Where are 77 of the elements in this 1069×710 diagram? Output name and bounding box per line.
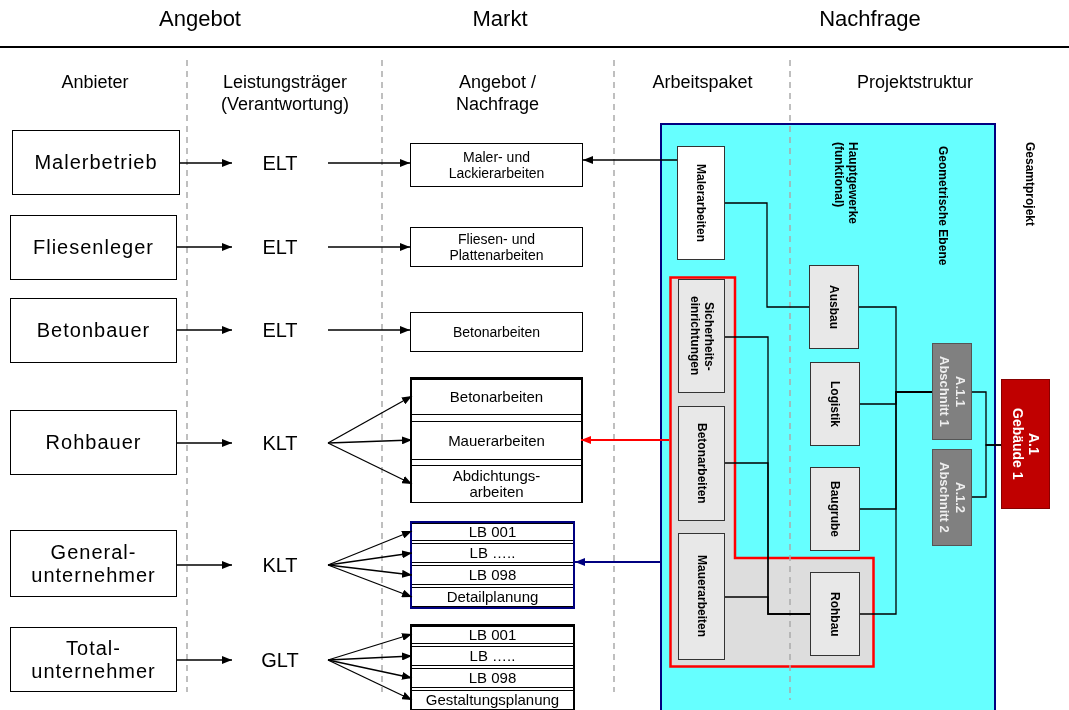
connector-line (724, 596, 811, 615)
trade-group-box: Rohbau (810, 572, 860, 656)
arrow (179, 159, 233, 167)
trade-group-box: Ausbau (809, 265, 859, 349)
contract-type-label: GLT (232, 647, 328, 673)
column-heading: Leistungsträger (Verantwortung) (219, 72, 351, 116)
column-heading: Markt (471, 6, 529, 33)
contract-type-label: KLT (232, 552, 328, 578)
trade-row: Abdichtungs- arbeiten (412, 465, 581, 503)
arrow (176, 326, 233, 334)
trade-group-box: Baugrube (810, 467, 860, 551)
trade-row: LB 001 (412, 523, 573, 541)
axis-heading: Hauptgewerke (funktional) (830, 142, 860, 227)
arrow (327, 530, 413, 566)
arrow (327, 159, 411, 167)
contract-type-label: KLT (232, 430, 328, 456)
work-package-box: Sicherheits- einrichtungen (678, 279, 725, 393)
section-box: A.1.2 Abschnitt 2 (932, 449, 972, 546)
connector-line (971, 444, 1002, 498)
building-box: A.1 Gebäude 1 (1001, 379, 1050, 509)
work-package-box: Betonarbeiten (678, 406, 725, 521)
provider-box: General- unternehmer (10, 530, 177, 597)
trade-box: Betonarbeiten (410, 312, 583, 352)
arrow (176, 561, 233, 569)
connector-line (859, 391, 933, 615)
contract-type-label: ELT (232, 317, 328, 343)
trade-row: LB ….. (412, 543, 573, 563)
column-heading: Angebot / Nachfrage (454, 72, 541, 116)
arrow (580, 436, 670, 444)
contract-type-label: ELT (232, 234, 328, 260)
provider-box: Fliesenleger (10, 215, 177, 280)
arrow (582, 156, 678, 164)
connector-line (724, 202, 810, 308)
trade-stack (410, 521, 575, 609)
trade-row: LB 098 (412, 668, 573, 688)
column-heading: Anbieter (60, 72, 130, 94)
trade-box: Maler- und Lackierarbeiten (410, 143, 583, 187)
work-package-box: Mauerarbeiten (678, 533, 725, 660)
work-package-box: Malerarbeiten (677, 146, 725, 260)
arrow (176, 656, 233, 664)
trade-row: LB 098 (412, 565, 573, 585)
column-heading: Nachfrage (818, 6, 922, 33)
trade-row: Betonarbeiten (412, 379, 581, 415)
arrow (327, 659, 413, 701)
arrow (327, 436, 413, 445)
arrow (327, 243, 411, 251)
project-panel (660, 123, 996, 710)
trade-row: Mauerarbeiten (412, 421, 581, 460)
arrow (327, 326, 411, 334)
trade-stack (410, 624, 575, 710)
section-box: A.1.1 Abschnitt 1 (932, 343, 972, 440)
arrow (327, 564, 413, 598)
arrow (327, 659, 413, 680)
trade-row: LB ….. (412, 646, 573, 666)
arrow (327, 652, 413, 661)
trade-row: LB 001 (412, 626, 573, 644)
provider-box: Betonbauer (10, 298, 177, 363)
column-heading: Angebot (158, 6, 242, 33)
arrow (327, 442, 413, 485)
trade-row: Gestaltungsplanung (412, 690, 573, 710)
provider-box: Rohbauer (10, 410, 177, 475)
provider-box: Malerbetrieb (12, 130, 180, 195)
arrow (327, 395, 413, 444)
trade-box: Fliesen- und Plattenarbeiten (410, 227, 583, 267)
trade-row: Detailplanung (412, 587, 573, 607)
column-heading: Arbeitspaket (651, 72, 754, 94)
arrow (176, 439, 233, 447)
arrow (574, 558, 661, 566)
provider-box: Total- unternehmer (10, 627, 177, 692)
arrow (176, 243, 233, 251)
arrow (327, 550, 413, 566)
axis-heading: Gesamtprojekt (1022, 142, 1037, 229)
column-heading: Projektstruktur (855, 72, 974, 94)
trade-group-box: Logistik (810, 362, 860, 446)
axis-heading: Geometrische Ebene (935, 146, 950, 268)
trade-stack (410, 377, 583, 503)
contract-type-label: ELT (232, 150, 328, 176)
